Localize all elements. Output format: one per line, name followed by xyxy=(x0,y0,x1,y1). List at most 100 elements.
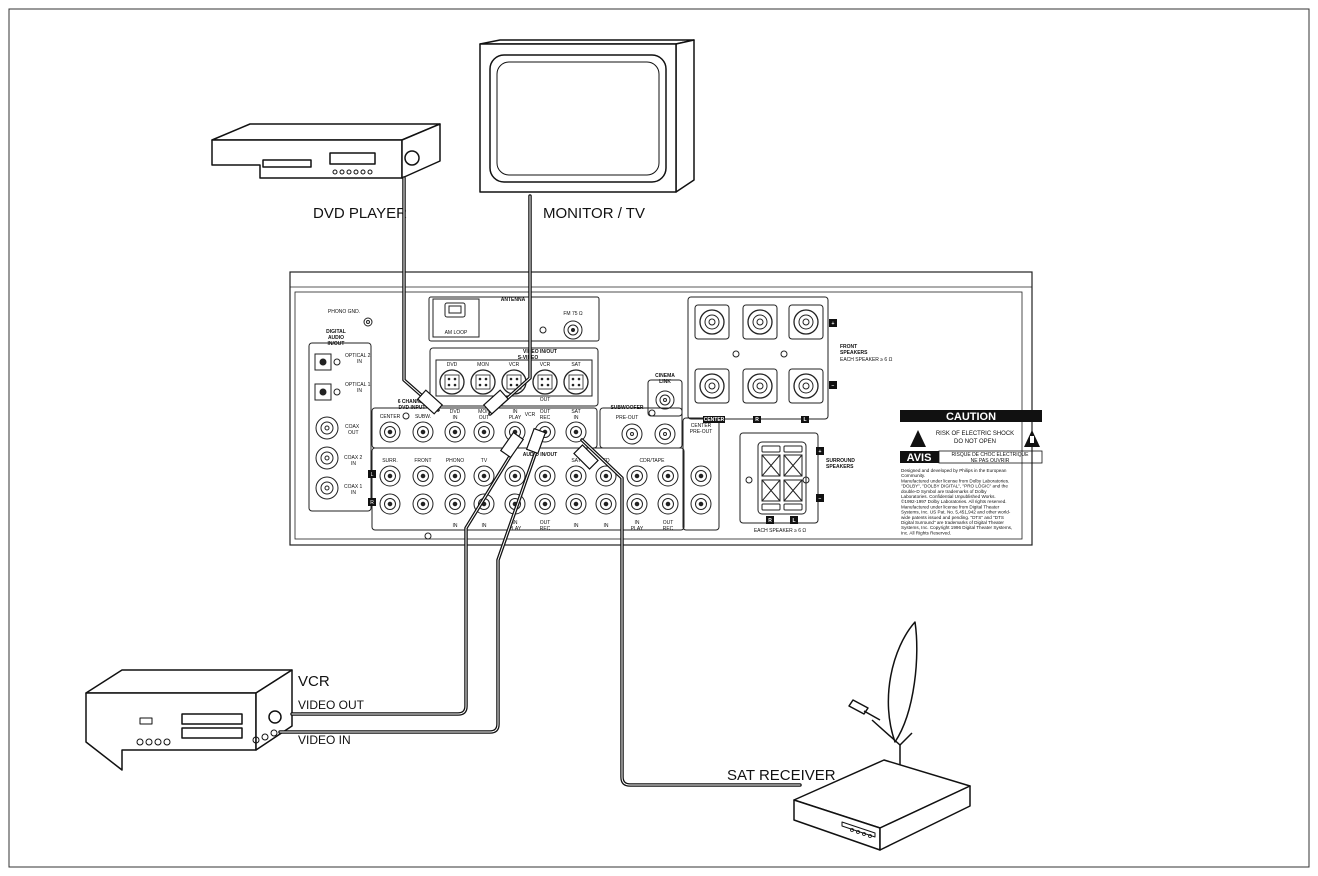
vcr-in-label-2: PLAY xyxy=(509,415,522,421)
rca-jack xyxy=(595,493,617,515)
fm-label: FM 75 Ω xyxy=(563,311,583,317)
caution-title: CAUTION xyxy=(946,411,996,423)
avis-title: AVIS xyxy=(907,452,932,464)
composite-video-jacks xyxy=(379,421,587,443)
rca-jack xyxy=(412,493,434,515)
subw-label: SUBW. xyxy=(415,414,431,420)
surround-minus-marker: − xyxy=(819,496,822,502)
rca-jack xyxy=(690,493,712,515)
bottom-in-1: IN xyxy=(453,523,458,529)
screw-hole xyxy=(732,350,740,358)
dvd-player xyxy=(211,123,441,179)
surround-r-label: R xyxy=(768,518,772,524)
bottom-play-1: IN xyxy=(513,520,518,526)
front-speaker-markers xyxy=(703,319,837,423)
avis-line-1: RISQUE DE CHOC ELECTRIQUE xyxy=(952,452,1030,458)
cables xyxy=(278,176,802,787)
legal-line: Manufactured under license from Dolby La… xyxy=(901,478,1009,483)
video-section xyxy=(429,347,599,407)
vcr-label: VCR xyxy=(525,412,536,418)
monitor-tv-label: MONITOR / TV xyxy=(543,205,645,222)
coax2-label-1: COAX 2 xyxy=(344,455,363,461)
vcr-out-label-2: REC xyxy=(540,415,551,421)
each-speaker-front: EACH SPEAKER ≥ 6 Ω xyxy=(840,357,893,363)
rca-jack xyxy=(379,465,401,487)
speaker-terminal xyxy=(788,368,824,404)
speaker-l-label: L xyxy=(803,417,806,423)
surround-l-label: L xyxy=(792,518,795,524)
rca-jack xyxy=(565,465,587,487)
pre-out-label: PRE-OUT xyxy=(616,415,639,421)
caution-line-2: DO NOT OPEN xyxy=(954,439,996,445)
vcr-out-label-1: OUT xyxy=(540,409,551,415)
rca-jack xyxy=(657,493,679,515)
front-speakers-label-1: FRONT xyxy=(840,344,857,350)
phono-label: PHONO xyxy=(446,458,464,464)
legal-line: Digital Surround" are trademarks of Digi… xyxy=(901,520,1004,525)
six-channel-label-2: DVD INPUT xyxy=(399,405,426,411)
front-plus-marker: + xyxy=(832,321,835,327)
surr-label: SURR. xyxy=(382,458,398,464)
digital-audio-label-3: IN/OUT xyxy=(328,341,345,347)
svideo-jacks xyxy=(439,369,589,395)
bottom-play-3: IN xyxy=(635,520,640,526)
svideo-jack xyxy=(532,369,558,395)
sv-label-dvd: DVD xyxy=(447,362,458,368)
dvd-in-label-2: IN xyxy=(453,415,458,421)
legal-line: Inc. All Rights Reserved. xyxy=(901,530,951,535)
caution-line-1: RISK OF ELECTRIC SHOCK xyxy=(936,431,1014,437)
cdr-tape-label: CDR/TAPE xyxy=(640,458,666,464)
optical2-label-2: IN xyxy=(357,359,362,365)
vcr-video-in-label: VIDEO IN xyxy=(298,733,351,747)
rca-jack xyxy=(534,493,556,515)
speaker-terminal xyxy=(788,304,824,340)
front-label: FRONT xyxy=(414,458,431,464)
digital-audio-section xyxy=(308,317,373,512)
legal-line: Systems, Inc. US Pat. No. 5,451,942 and … xyxy=(901,510,1011,515)
bottom-in-3: IN xyxy=(574,523,579,529)
coax2-label-2: IN xyxy=(351,461,356,467)
sv-label-vcr-in: VCR xyxy=(509,362,520,368)
phono-gnd-label: PHONO GND. xyxy=(328,309,360,315)
sat-in-label-1: SAT xyxy=(571,409,580,415)
legal-line: Laboratories. Confidential Unpublished W… xyxy=(901,494,996,499)
screw-hole xyxy=(780,350,788,358)
sat-receiver-label: SAT RECEIVER xyxy=(727,767,836,784)
marker-l: L xyxy=(371,472,374,478)
rca-jack xyxy=(444,465,466,487)
center-preout-label-1: CENTER xyxy=(691,423,712,429)
cinema-link-label-2: LINK xyxy=(659,379,671,385)
legal-line: Manufactured under license from Digital … xyxy=(901,504,1000,509)
satellite-dish xyxy=(848,621,918,772)
rca-jack xyxy=(444,493,466,515)
sv-out-label: OUT xyxy=(540,397,551,403)
audio-inout-label: AUDIO IN/OUT xyxy=(523,452,557,458)
sat-label: SAT xyxy=(571,458,580,464)
avis-line-2: NE PAS OUVRIR xyxy=(971,458,1010,464)
video-inout-label: VIDEO IN/OUT xyxy=(523,349,557,355)
rca-jack xyxy=(534,465,556,487)
rca-jack xyxy=(473,465,495,487)
rca-jack xyxy=(412,421,434,443)
speaker-terminal xyxy=(742,304,778,340)
svideo-jack xyxy=(439,369,465,395)
vcr-label: VCR xyxy=(298,673,330,690)
rca-jack xyxy=(379,493,401,515)
vcr-video-out-label: VIDEO OUT xyxy=(298,698,365,712)
vcr-in-label-1: IN xyxy=(513,409,518,415)
legal-line: "DOLBY", "DOLBY DIGITAL", "PRO LOGIC" an… xyxy=(901,484,1008,489)
six-channel-label-1: 6 CHANNEL xyxy=(398,399,427,405)
bottom-in-4: IN xyxy=(604,523,609,529)
sat-in-label-2: IN xyxy=(574,415,579,421)
rca-jack xyxy=(412,465,434,487)
speaker-terminal xyxy=(694,368,730,404)
rca-jack xyxy=(690,465,712,487)
sat-receiver xyxy=(793,759,971,851)
coax-out-label-1: COAX xyxy=(345,424,360,430)
bottom-in-2: IN xyxy=(482,523,487,529)
surround-speakers-label-1: SURROUND xyxy=(826,458,855,464)
dvd-in-label-1: DVD xyxy=(450,409,461,415)
each-speaker-surround: EACH SPEAKER ≥ 6 Ω xyxy=(754,528,807,534)
bottom-rec-3: OUT xyxy=(663,520,674,526)
